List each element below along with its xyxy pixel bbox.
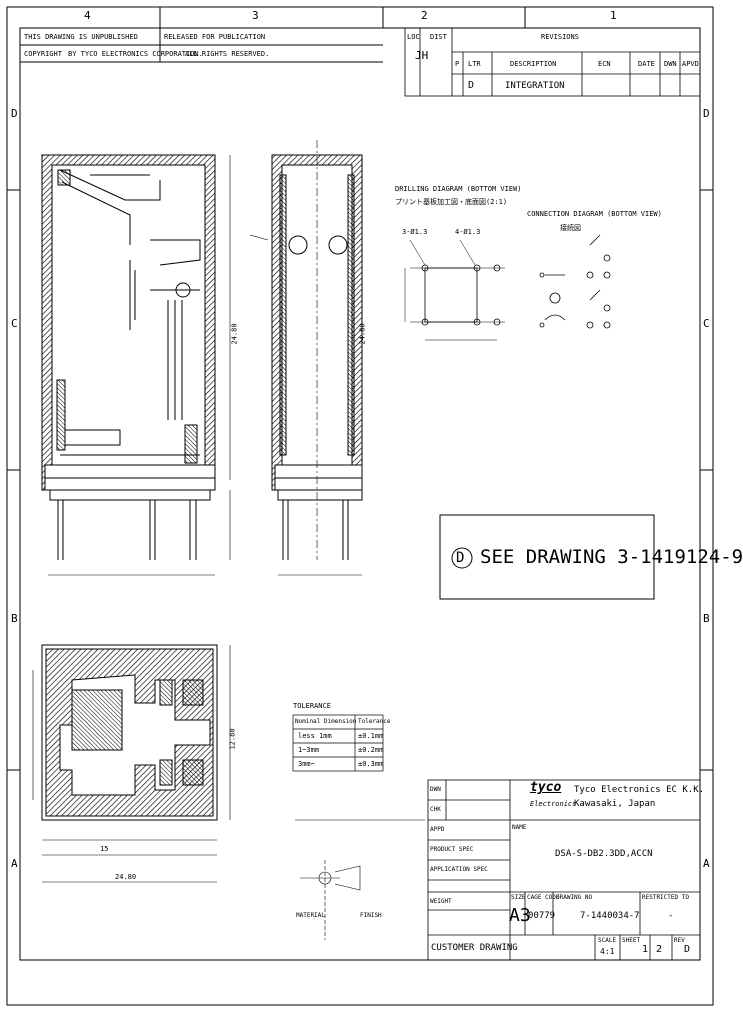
tb-cage-value: 00779 — [528, 911, 556, 921]
tb-rev-label: REV — [674, 937, 685, 944]
rights-line: ALL RIGHTS RESERVED. — [185, 50, 270, 58]
tb-size-value: A3 — [509, 905, 531, 926]
tolerance-row-3-nominal: 3mm~ — [298, 760, 315, 768]
revisions-dist-label: DIST — [430, 33, 447, 41]
release-note: THIS DRAWING IS UNPUBLISHED — [24, 33, 138, 41]
bottom-width-dim: 24.80 — [115, 873, 137, 881]
drawing-sheet: 4 3 2 1 D D C C B B A A THIS DRAWING IS … — [6, 6, 743, 1006]
bottom-height-dim: 12.80 — [228, 728, 237, 750]
tb-application-spec-label: APPLICATION SPEC — [430, 866, 488, 873]
tb-name-value: DSA-S-DB2.3DD,ACCN — [555, 849, 653, 859]
rev-col-apvd: APVD — [682, 60, 699, 68]
zone-row-a-right: A — [703, 857, 710, 870]
company-line: BY TYCO ELECTRONICS CORPORATION. — [68, 50, 203, 58]
tb-chk-label: CHK — [430, 806, 441, 813]
tyco-logo-sub: Electronics — [530, 800, 577, 808]
zone-row-b-right: B — [703, 612, 710, 625]
revisions-title: REVISIONS — [541, 33, 579, 41]
tolerance-row-2-nominal: 1~3mm — [298, 746, 320, 754]
drill-holes-a: 3-Ø1.3 — [402, 228, 428, 236]
tolerance-header-tolerance: Tolerance — [358, 718, 391, 725]
tb-sheet-of: 2 — [656, 944, 663, 955]
zone-row-d-left: D — [11, 107, 18, 120]
marking-detail — [295, 819, 425, 940]
tb-company: Tyco Electronics EC K.K. — [574, 785, 705, 795]
revisions-table-lines — [404, 27, 701, 97]
zone-row-c-right: C — [703, 317, 710, 330]
zone-row-d-right: D — [703, 107, 710, 120]
notice-box — [439, 514, 655, 600]
zone-column-4: 4 — [84, 9, 91, 22]
tb-appr-label: APPD — [430, 826, 445, 833]
tb-material-label: MATERIAL — [296, 912, 325, 919]
tb-finish-label: FINISH — [360, 912, 382, 919]
sheet-border — [6, 6, 714, 1006]
tb-cage-label: CAGE CODE — [527, 894, 560, 901]
rev-col-p: P — [455, 60, 460, 68]
connection-diagram — [539, 234, 611, 329]
zone-column-3: 3 — [252, 9, 259, 22]
notice-text: SEE DRAWING 3-1419124-9 — [480, 546, 743, 568]
tb-drawing-no-label: DRAWING NO — [556, 894, 593, 901]
tb-size-label: SIZE — [511, 894, 526, 901]
relay-front-view — [249, 140, 363, 576]
tolerance-table-lines — [292, 714, 384, 772]
tb-weight-label: WEIGHT — [430, 898, 452, 905]
drill-holes-b: 4-Ø1.3 — [455, 228, 481, 236]
tolerance-header-nominal: Nominal Dimension — [295, 718, 357, 725]
drilling-diagram — [404, 239, 505, 341]
side-height-dim: 24.80 — [230, 323, 239, 345]
relay-side-view — [41, 154, 231, 576]
tolerance-row-3-value: ±0.3mm — [358, 760, 384, 768]
rev-col-ltr: LTR — [468, 60, 481, 68]
zone-row-a-left: A — [11, 857, 18, 870]
drill-title-jp: プリント基板加工図・底面図(2:1) — [395, 198, 508, 206]
tolerance-row-1-value: ±0.1mm — [358, 732, 384, 740]
tolerance-row-1-nominal: less 1mm — [298, 732, 332, 740]
rev-row-description: INTEGRATION — [505, 81, 565, 91]
revisions-dist-value: JH — [415, 49, 429, 62]
conn-title-en: CONNECTION DIAGRAM (BOTTOM VIEW) — [527, 210, 662, 218]
tb-location: Kawasaki, Japan — [574, 799, 656, 809]
rev-col-ecn: ECN — [598, 60, 611, 68]
zone-row-b-left: B — [11, 612, 18, 625]
tb-sheet-label: SHEET — [622, 937, 641, 944]
zone-row-c-left: C — [11, 317, 18, 330]
tb-rev-value: D — [684, 944, 691, 955]
release-stamp: RELEASED FOR PUBLICATION — [164, 33, 266, 41]
bottom-pitch-dim: 15 — [100, 845, 109, 853]
notice-letter: D — [456, 550, 465, 566]
tb-scale-value: 4:1 — [600, 947, 615, 956]
copyright-label: COPYRIGHT — [24, 50, 62, 58]
drawing-linework — [6, 6, 714, 1006]
tolerance-row-2-value: ±0.2mm — [358, 746, 384, 754]
rev-col-description: DESCRIPTION — [510, 60, 557, 68]
zone-column-2: 2 — [421, 9, 428, 22]
tb-drawing-no: 7-1440034-7 — [580, 911, 640, 921]
tb-scale-label: SCALE — [598, 937, 617, 944]
drill-title-en: DRILLING DIAGRAM (BOTTOM VIEW) — [395, 185, 522, 193]
tb-customer-drawing: CUSTOMER DRAWING — [431, 943, 518, 953]
tb-product-spec-label: PRODUCT SPEC — [430, 846, 474, 853]
tb-sheet-value: 1 — [642, 944, 649, 955]
conn-title-jp: 接続図 — [560, 224, 581, 232]
tb-dwn-label: DWN — [430, 786, 441, 793]
revisions-loc-label: LOC — [407, 33, 420, 41]
tb-restricted-value: - — [668, 911, 674, 921]
rev-row-ltr: D — [468, 80, 475, 91]
tb-restricted-label: RESTRICTED TO — [642, 894, 689, 901]
rev-col-dwn: DWN — [664, 60, 677, 68]
tolerance-title: TOLERANCE — [293, 702, 331, 710]
relay-bottom-view — [32, 644, 231, 883]
tb-name-label: NAME — [512, 824, 527, 831]
front-height-dim: 24.80 — [358, 323, 367, 345]
tyco-logo: tyco — [530, 780, 562, 795]
title-block-lines — [427, 779, 701, 961]
zone-column-1: 1 — [610, 9, 617, 22]
rev-col-date: DATE — [638, 60, 655, 68]
